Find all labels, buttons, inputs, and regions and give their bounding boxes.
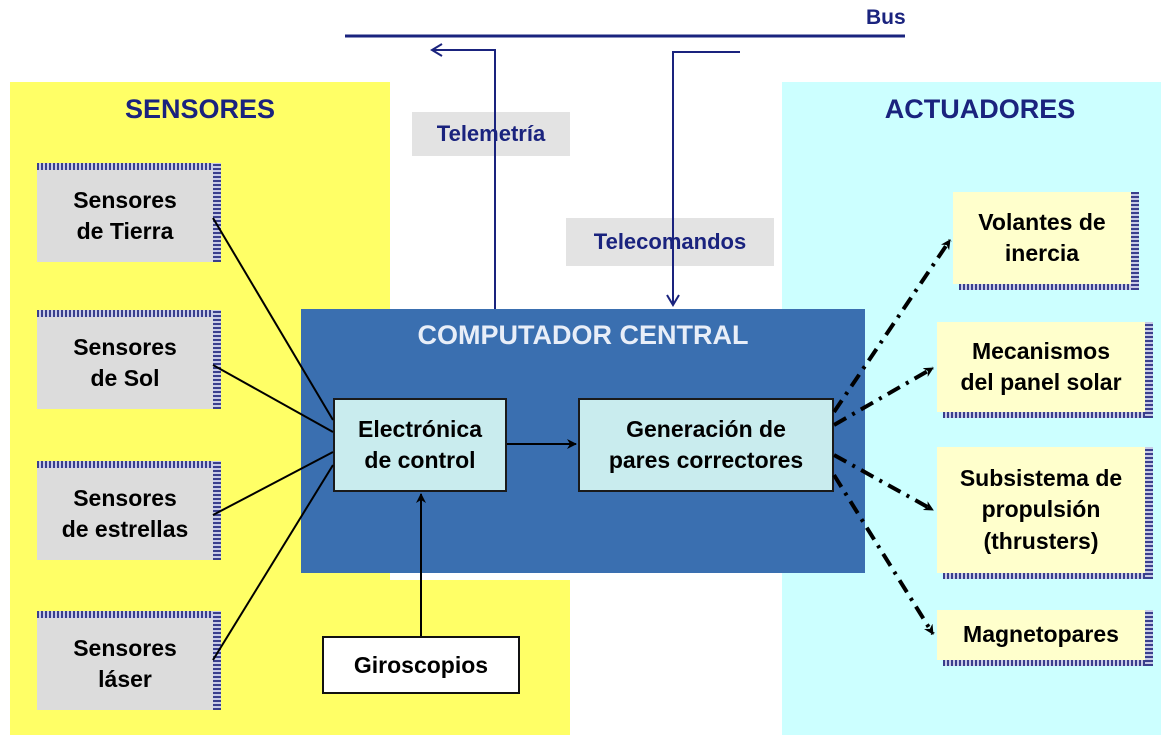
sensor-earth-link (212, 217, 334, 421)
torque-generation-box: Generación de pares correctores (578, 398, 834, 492)
central-computer-title: COMPUTADOR CENTRAL (417, 320, 749, 350)
actuator-reaction-wheels: Volantes de inercia (953, 192, 1139, 290)
telecommands-label: Telecomandos (566, 218, 774, 266)
actuators-title: ACTUADORES (884, 94, 1076, 124)
telemetry-label: Telemetría (412, 112, 570, 156)
sensor-sun-link (212, 364, 334, 433)
sensors-title: SENSORES (124, 94, 276, 124)
sensor-sun: Sensores de Sol (37, 310, 221, 409)
sensor-stars: Sensores de estrellas (37, 461, 221, 560)
telecommands-arrow (666, 51, 740, 307)
torque-to-magnetorquers-arrow (832, 473, 935, 636)
gyroscopes-box: Giroscopios (322, 636, 520, 694)
bus-label: Bus (866, 6, 906, 29)
sensor-earth: Sensores de Tierra (37, 163, 221, 262)
telemetry-arrow (430, 43, 496, 309)
sensor-laser: Sensores láser (37, 611, 221, 710)
actuator-propulsion: Subsistema de propulsión (thrusters) (937, 447, 1153, 579)
torque-to-solar-arrow (833, 366, 934, 427)
actuator-solar-panel: Mecanismos del panel solar (937, 322, 1153, 418)
control-electronics-box: Electrónica de control (333, 398, 507, 492)
sensor-stars-link (212, 451, 334, 516)
sensor-laser-link (212, 464, 334, 661)
torque-to-wheels-arrow (832, 238, 952, 414)
torque-to-propulsion-arrow (833, 453, 934, 512)
actuator-magnetorquers: Magnetopares (937, 610, 1153, 666)
